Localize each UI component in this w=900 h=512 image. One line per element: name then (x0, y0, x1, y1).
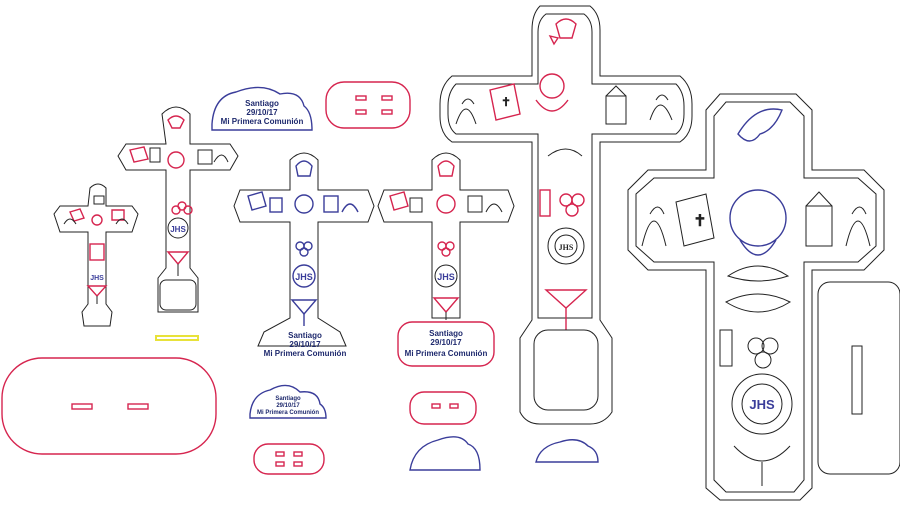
top-plaque-event: Mi Primera Comunión (221, 117, 304, 126)
medium-cross: JHS (117, 106, 239, 313)
small-plaque: Santiago 29/10/17 Mi Primera Comunión (249, 384, 327, 419)
large-book-cross: ✝ (501, 95, 511, 109)
pill-bases (1, 81, 477, 475)
blue-cross-event: Mi Primera Comunión (264, 349, 347, 358)
small-plaque-event: Mi Primera Comunión (257, 410, 319, 416)
top-plaque-name: Santiago (245, 99, 279, 108)
blue-cross-date: 29/10/17 (289, 340, 321, 349)
small-plaque-date: 29/10/17 (276, 403, 300, 409)
blue-cross-name: Santiago (288, 331, 322, 340)
red-cross-date: 29/10/17 (430, 338, 462, 347)
top-plaque-date: 29/10/17 (246, 108, 278, 117)
red-cross-name: Santiago (429, 329, 463, 338)
small-cross-jhs: JHS (90, 275, 104, 282)
big-cross-jhs: JHS (749, 397, 775, 412)
large-jhs: JHS (559, 243, 574, 252)
medium-cross-jhs: JHS (170, 225, 186, 234)
red-cross-jhs: JHS (437, 272, 455, 282)
yellow-slot (155, 335, 199, 341)
base-panel (817, 281, 900, 475)
big-cross: ✝ JHS (627, 93, 885, 501)
blue-arches (409, 436, 599, 471)
blue-cross-jhs: JHS (295, 272, 313, 282)
small-plaque-name: Santiago (275, 396, 301, 402)
red-cross-event: Mi Primera Comunión (405, 349, 488, 358)
red-base-cross: JHS Santiago 29/10/17 Mi Primera Comunió… (377, 152, 515, 367)
big-book-cross: ✝ (693, 213, 706, 230)
top-plaque: Santiago 29/10/17 Mi Primera Comunión (211, 86, 313, 131)
large-cross: ✝ JHS (439, 5, 693, 425)
small-cross: JHS (53, 183, 139, 327)
blue-cross: JHS Santiago 29/10/17 Mi Primera Comunió… (233, 152, 375, 358)
